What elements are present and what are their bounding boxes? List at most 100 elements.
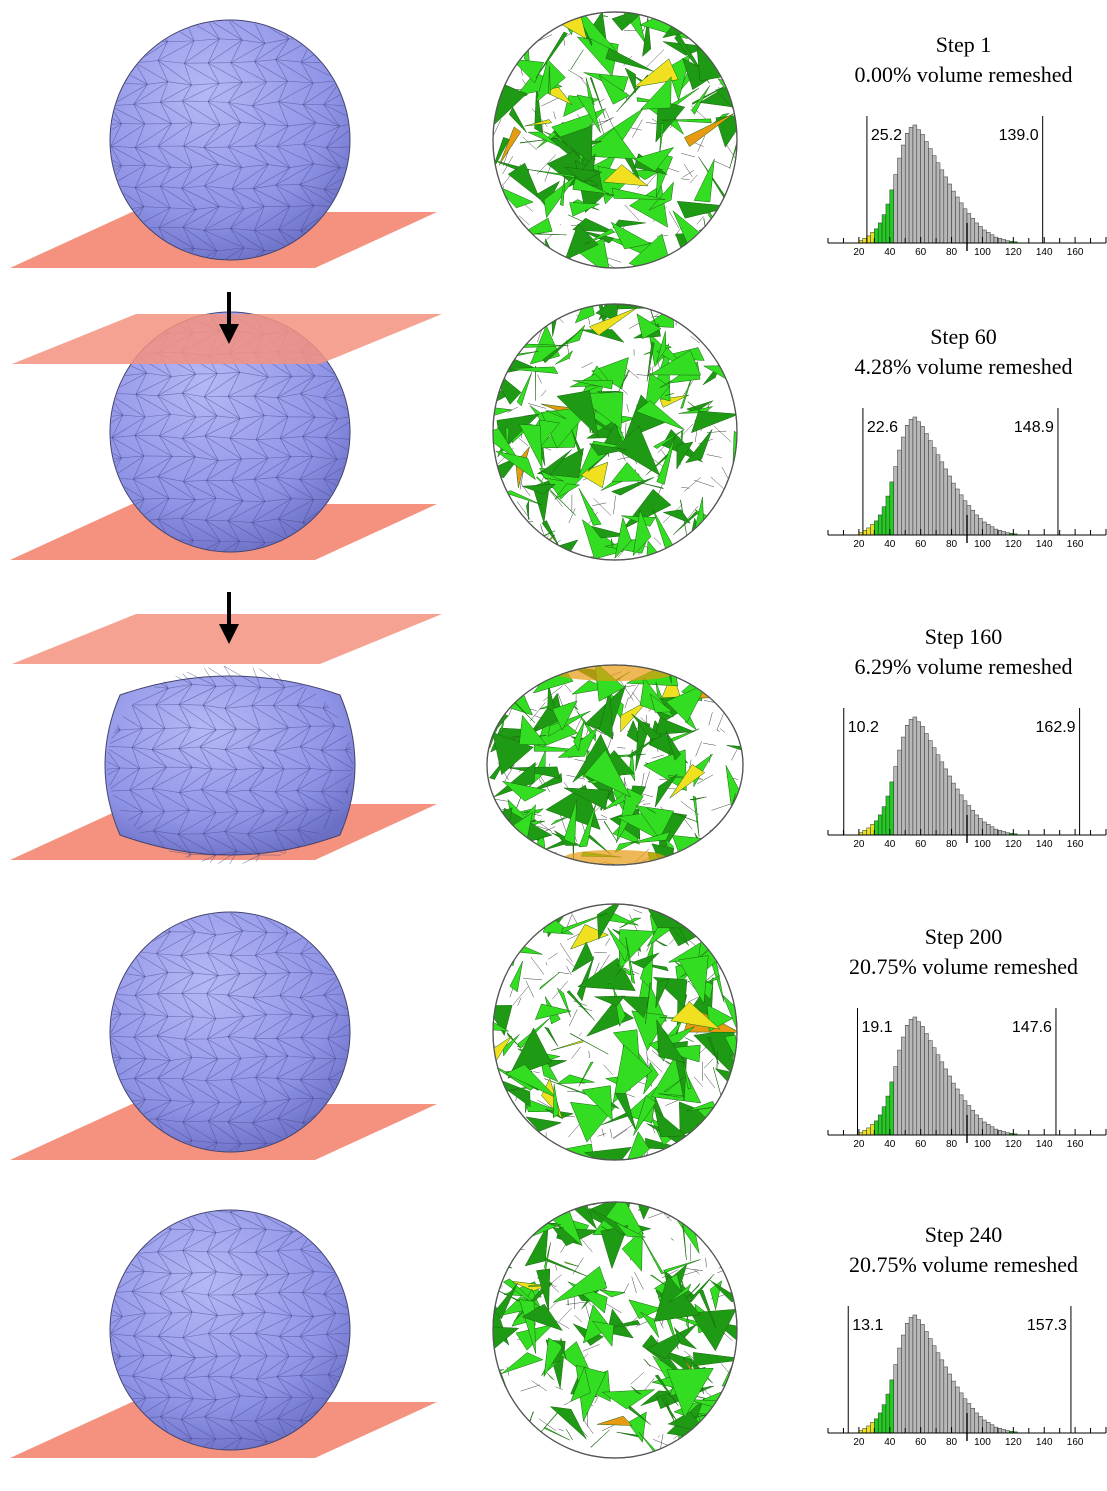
hist-bar: [870, 1124, 874, 1135]
hist-bar: [998, 530, 1002, 535]
hist-bar: [936, 1055, 940, 1135]
tick-label: 100: [974, 539, 991, 550]
max-angle-label: 147.6: [1012, 1019, 1052, 1036]
hist-bar: [990, 1127, 994, 1135]
hist-bar: [901, 145, 905, 243]
hist-bar: [940, 462, 944, 535]
hist-bar: [944, 469, 948, 535]
hist-bar: [886, 1096, 890, 1135]
hist-bar: [890, 1082, 894, 1135]
hist-bar: [994, 1129, 998, 1135]
sphere-scene: [0, 1190, 450, 1486]
hist-bar: [863, 830, 867, 835]
tick-label: 20: [853, 247, 865, 258]
deforming-sphere-panel: [0, 592, 450, 888]
tick-label: 100: [974, 839, 991, 850]
tick-label: 80: [946, 839, 958, 850]
hist-bar: [940, 1360, 944, 1433]
tick-label: 140: [1036, 839, 1053, 850]
max-angle-label: 162.9: [1036, 719, 1076, 736]
remesh-percent-label: 0.00% volume remeshed: [820, 60, 1107, 90]
hist-bar: [921, 134, 925, 243]
tick-label: 80: [946, 1437, 958, 1448]
hist-bar: [890, 1380, 894, 1433]
tick-label: 60: [915, 539, 927, 550]
hist-bar: [936, 1353, 940, 1433]
hist-bar: [867, 828, 871, 835]
hist-bar: [940, 1062, 944, 1135]
hist-bar: [990, 527, 994, 535]
hist-bar: [870, 232, 874, 243]
hist-bar: [932, 448, 936, 535]
hist-bar: [994, 829, 998, 835]
tick-label: 40: [884, 1139, 896, 1150]
hist-bar: [898, 158, 902, 243]
hist-bar: [913, 125, 917, 243]
sphere-scene: [0, 892, 450, 1188]
max-angle-label: 148.9: [1014, 419, 1054, 436]
hist-bar: [882, 1405, 886, 1433]
tick-label: 40: [884, 539, 896, 550]
hist-bar: [971, 510, 975, 535]
tick-label: 160: [1067, 539, 1084, 550]
hist-bar: [905, 1025, 909, 1135]
hist-bar: [998, 1130, 1002, 1135]
hist-bar: [955, 489, 959, 535]
tetrahedra-cutaway: [480, 0, 750, 296]
hist-bar: [874, 821, 878, 835]
tetrahedra-cutaway: [480, 1190, 750, 1486]
hist-bar: [971, 1110, 975, 1135]
min-angle-label: 19.1: [861, 1019, 892, 1036]
hist-bar: [898, 450, 902, 535]
hist-bar: [909, 419, 913, 535]
hist-bar: [986, 824, 990, 835]
tick-label: 60: [915, 1139, 927, 1150]
hist-bar: [917, 1022, 921, 1135]
hist-bar: [913, 1315, 917, 1433]
hist-bar: [952, 1381, 956, 1433]
hist-bar: [921, 726, 925, 835]
min-angle-label: 22.6: [867, 419, 898, 436]
hist-bar: [925, 434, 929, 535]
hist-bar: [886, 796, 890, 835]
hist-bar: [917, 130, 921, 243]
hist-bar: [894, 1365, 898, 1433]
tick-label: 20: [853, 839, 865, 850]
hist-bar: [936, 455, 940, 535]
tick-label: 140: [1036, 539, 1053, 550]
hist-bar: [882, 1107, 886, 1135]
hist-bar: [979, 518, 983, 535]
hist-bar: [955, 1387, 959, 1433]
hist-bar: [870, 1422, 874, 1433]
hist-bar: [874, 1419, 878, 1433]
tick-label: 120: [1005, 247, 1022, 258]
hist-bar: [971, 218, 975, 243]
hist-bar: [928, 1041, 932, 1135]
hist-bar: [886, 204, 890, 243]
tick-label: 160: [1067, 839, 1084, 850]
hist-bar: [952, 783, 956, 835]
hist-bar: [882, 807, 886, 835]
hist-bar: [955, 789, 959, 835]
hist-bar: [940, 170, 944, 243]
hist-bar: [959, 1095, 963, 1135]
hist-bar: [994, 237, 998, 243]
hist-bar: [932, 1048, 936, 1135]
hist-bar: [928, 441, 932, 535]
hist-bar: [925, 142, 929, 243]
tick-label: 80: [946, 247, 958, 258]
hist-bar: [998, 830, 1002, 835]
step-label: Step 60: [820, 322, 1107, 352]
hist-bar: [1002, 1131, 1006, 1135]
hist-bar: [975, 223, 979, 243]
